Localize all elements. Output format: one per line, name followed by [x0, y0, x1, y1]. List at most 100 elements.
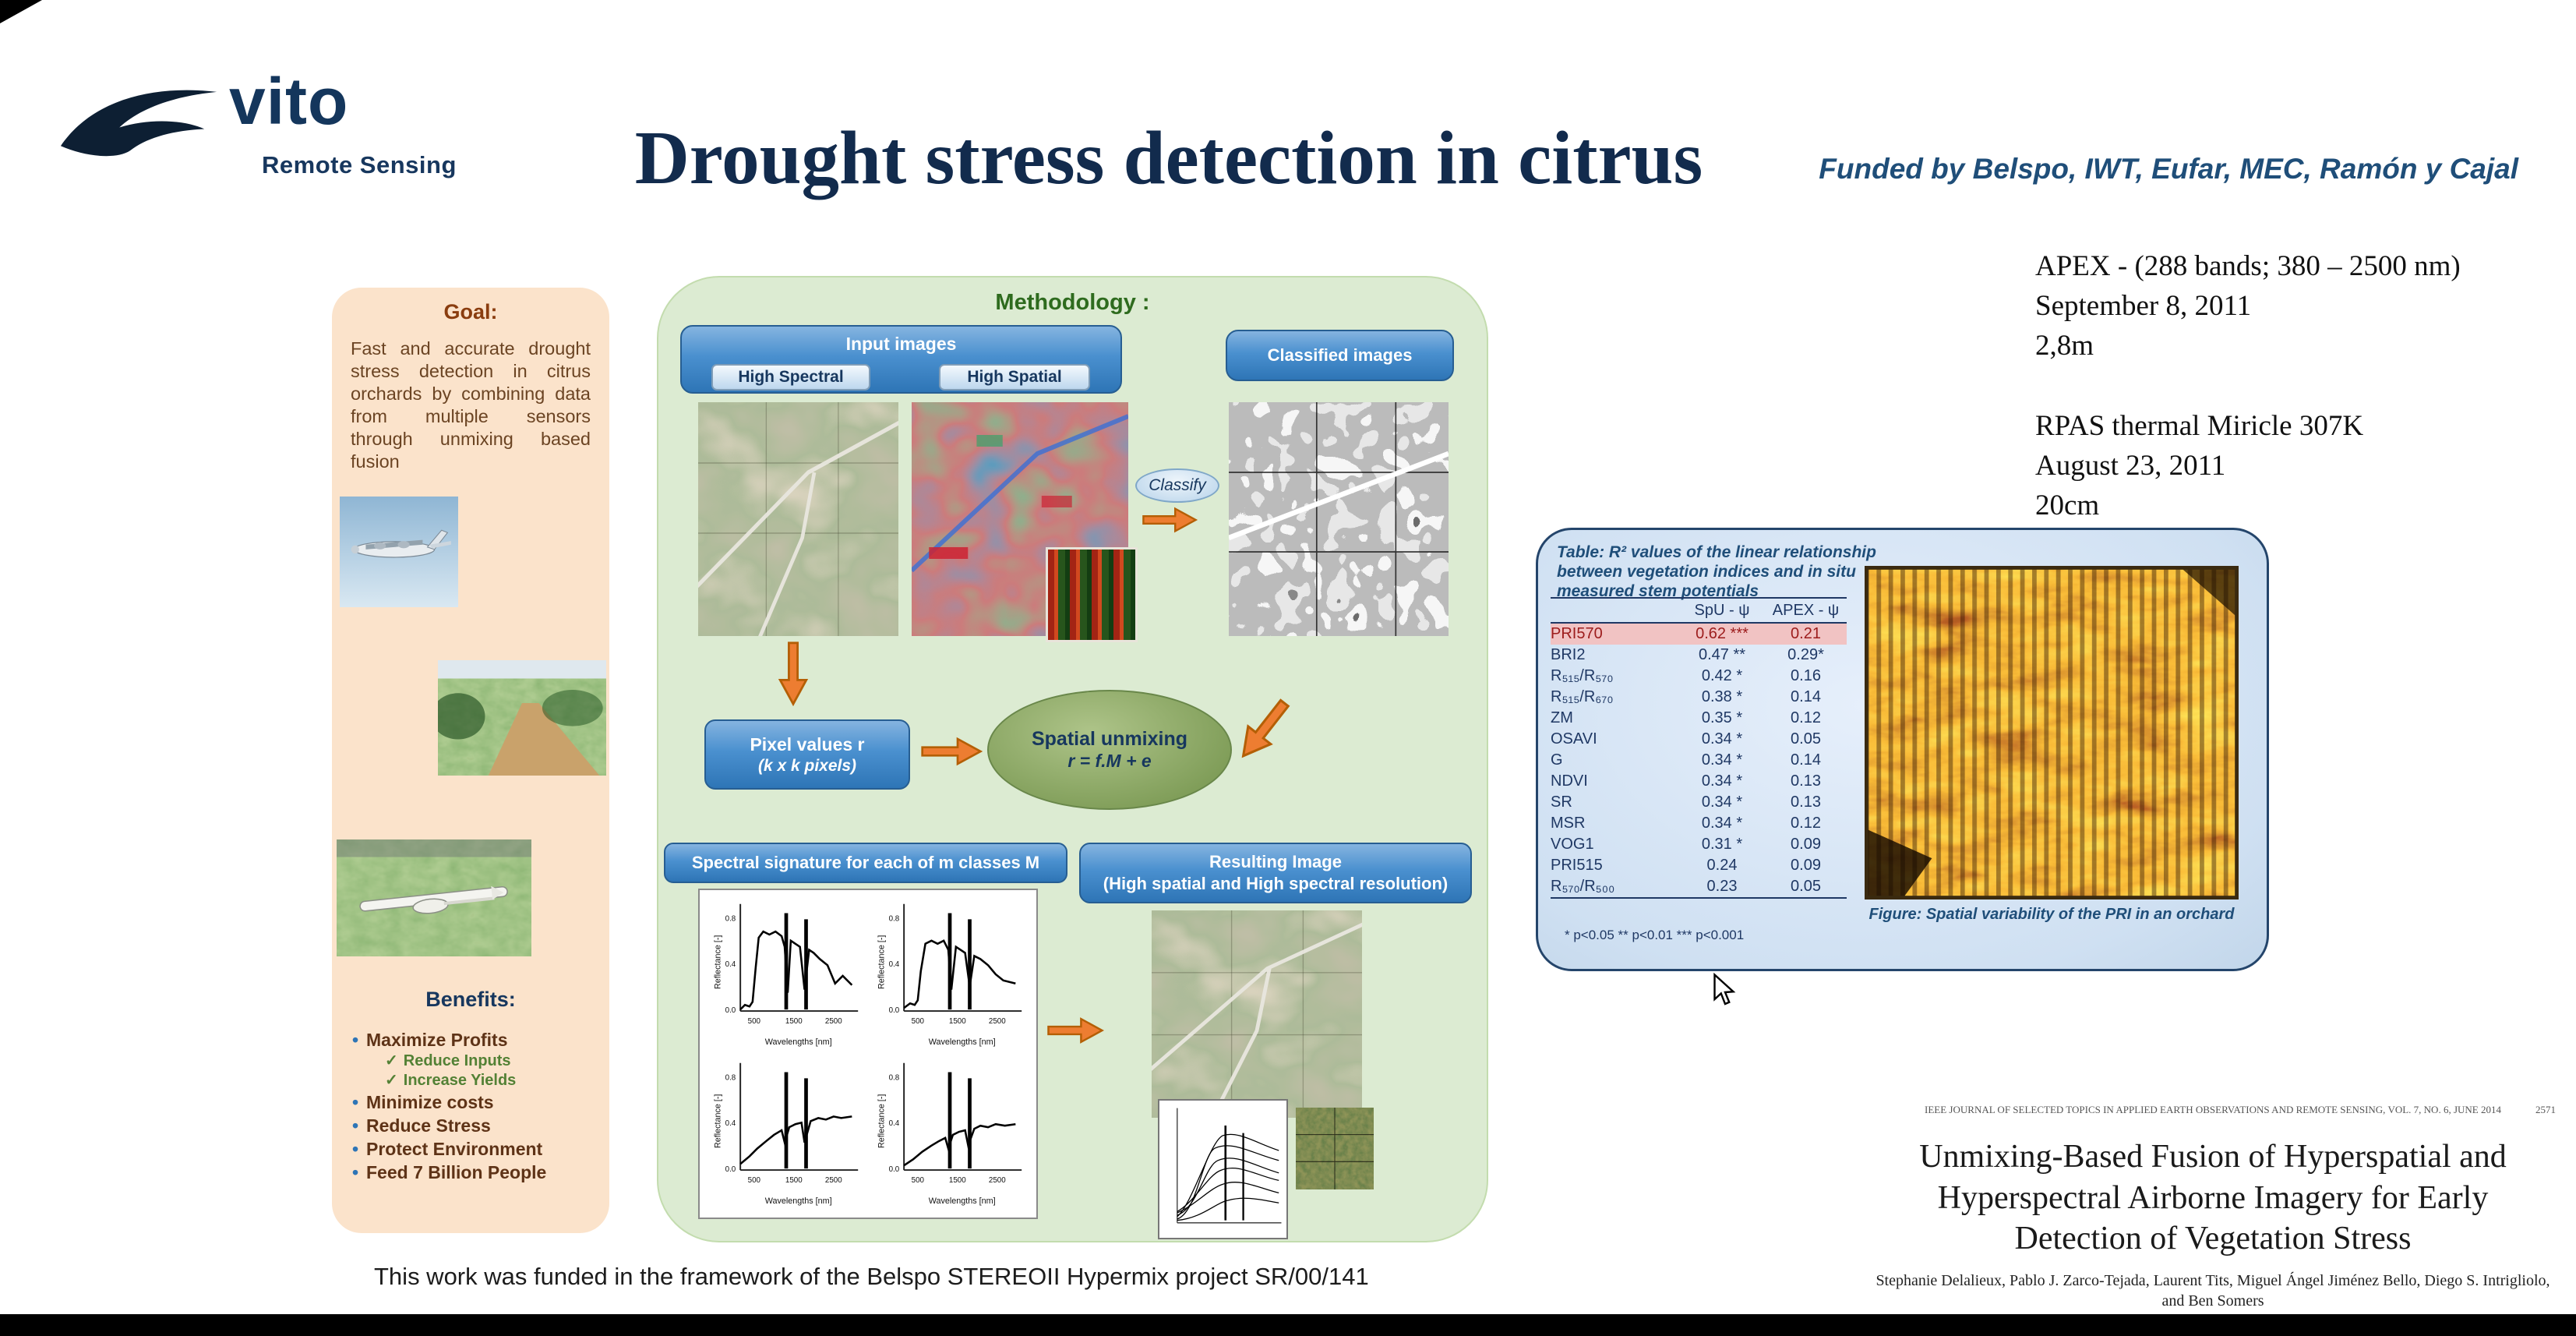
- svg-text:500: 500: [748, 1017, 761, 1026]
- result-spectra-plot: [1158, 1099, 1288, 1239]
- high-spectral-chip: High Spectral: [711, 364, 870, 391]
- svg-text:1500: 1500: [949, 1017, 966, 1026]
- pri-variability-image: [1865, 566, 2239, 900]
- orchard-detail-image: [1296, 1108, 1374, 1189]
- svg-text:Reflectance [-]: Reflectance [-]: [877, 935, 887, 989]
- goal-title: Goal:: [443, 300, 498, 323]
- corner-mark: [0, 0, 42, 23]
- svg-text:0.4: 0.4: [725, 960, 736, 969]
- resulting-image-box: Resulting Image (High spatial and High s…: [1079, 843, 1472, 903]
- spectral-plot: 500 1500 2500 0.0 0.4 0.8 Wavelengths [n…: [714, 1062, 859, 1206]
- arrow-right-icon: [1142, 507, 1198, 533]
- svg-text:1500: 1500: [785, 1176, 803, 1185]
- svg-text:2500: 2500: [825, 1017, 842, 1026]
- table-caption: Table: R² values of the linear relations…: [1557, 543, 1876, 600]
- row-crop-inset-image: [1046, 547, 1138, 642]
- aircraft-photo: [340, 497, 458, 607]
- benefit-subitem: ✓Reduce Inputs: [385, 1052, 511, 1069]
- svg-text:2500: 2500: [989, 1176, 1006, 1185]
- classified-bw-image: [1229, 402, 1449, 636]
- svg-text:2500: 2500: [825, 1176, 842, 1185]
- benefits-title: Benefits:: [425, 988, 516, 1011]
- journal-page-number: 2571: [2535, 1104, 2556, 1115]
- svg-text:0.4: 0.4: [889, 1119, 900, 1128]
- svg-text:Reflectance [-]: Reflectance [-]: [714, 1094, 723, 1148]
- spectral-plot: 500 1500 2500 0.0 0.4 0.8 Wavelengths [n…: [714, 903, 859, 1047]
- bottom-bar: [0, 1314, 2576, 1336]
- arrow-down-icon: [778, 641, 809, 706]
- check-icon: ✓: [385, 1052, 398, 1069]
- vito-wordmark: vito: [229, 65, 349, 138]
- figure-caption: Figure: Spatial variability of the PRI i…: [1868, 906, 2235, 923]
- methodology-panel: Methodology : Input images High Spectral…: [657, 276, 1488, 1242]
- benefit-item: Maximize Profits: [348, 1028, 600, 1051]
- paper-authors: Stephanie Delalieux, Pablo J. Zarco-Teja…: [1876, 1271, 2550, 1309]
- svg-text:Reflectance [-]: Reflectance [-]: [714, 935, 723, 989]
- svg-text:0.8: 0.8: [725, 914, 736, 923]
- svg-text:500: 500: [748, 1176, 761, 1185]
- table-header: SpU - ψ APEX - ψ: [1551, 597, 1847, 624]
- sensor-line: August 23, 2011: [2035, 450, 2226, 482]
- benefit-item: Minimize costs: [348, 1090, 600, 1114]
- svg-text:0.8: 0.8: [889, 914, 900, 923]
- vito-subtitle: Remote Sensing: [262, 151, 457, 178]
- orchard-photo: [438, 660, 606, 776]
- sensor-line: 2,8m: [2035, 330, 2094, 362]
- svg-text:0.4: 0.4: [889, 960, 900, 969]
- spectral-plots-grid: 500 1500 2500 0.0 0.4 0.8 Wavelengths [n…: [698, 889, 1038, 1219]
- spectral-signature-box: Spectral signature for each of m classes…: [664, 843, 1067, 883]
- uav-photo: [337, 839, 531, 956]
- svg-text:Wavelengths [nm]: Wavelengths [nm]: [765, 1196, 832, 1206]
- svg-text:0.8: 0.8: [725, 1073, 736, 1082]
- goal-panel: Goal: Fast and accurate drought stress d…: [332, 288, 609, 1233]
- input-images-box: Input images High Spectral High Spatial: [680, 325, 1122, 394]
- benefit-item: Reduce Stress: [348, 1114, 600, 1137]
- sensor-info: APEX - (288 bands; 380 – 2500 nm) Septem…: [2035, 246, 2461, 525]
- benefit-item: Feed 7 Billion People: [348, 1161, 600, 1184]
- benefit-item: Protect Environment: [348, 1137, 600, 1161]
- classify-step: Classify: [1135, 468, 1219, 503]
- methodology-title: Methodology :: [995, 290, 1150, 315]
- svg-text:Wavelengths [nm]: Wavelengths [nm]: [765, 1037, 832, 1047]
- svg-text:1500: 1500: [785, 1017, 803, 1026]
- funding-footer: This work was funded in the framework of…: [374, 1263, 1369, 1290]
- high-spatial-chip: High Spatial: [939, 364, 1090, 391]
- arrow-right-icon: [1047, 1017, 1104, 1044]
- pixel-values-box: Pixel values r (k x k pixels): [704, 719, 910, 790]
- classified-images-box: Classified images: [1226, 330, 1454, 381]
- spectral-plot: 500 1500 2500 0.0 0.4 0.8 Wavelengths [n…: [877, 1062, 1022, 1206]
- svg-text:0.8: 0.8: [889, 1073, 900, 1082]
- svg-text:1500: 1500: [949, 1176, 966, 1185]
- arrow-right-icon: [921, 737, 983, 766]
- svg-text:0.0: 0.0: [889, 1165, 900, 1174]
- sensor-line: 20cm: [2035, 490, 2100, 521]
- mouse-cursor: [1713, 973, 1736, 1006]
- slide-title: Drought stress detection in citrus: [634, 115, 1703, 200]
- svg-text:500: 500: [912, 1176, 925, 1185]
- funding-credit: Funded by Belspo, IWT, Eufar, MEC, Ramón…: [1819, 153, 2518, 185]
- arrow-down-left-icon: [1241, 698, 1290, 758]
- journal-title-line: IEEE JOURNAL OF SELECTED TOPICS IN APPLI…: [1925, 1104, 2501, 1115]
- svg-text:0.0: 0.0: [889, 1006, 900, 1015]
- svg-text:0.0: 0.0: [725, 1006, 736, 1015]
- resulting-aerial-image: [1152, 910, 1362, 1118]
- svg-text:500: 500: [912, 1017, 925, 1026]
- spectral-plot: 500 1500 2500 0.0 0.4 0.8 Wavelengths [n…: [877, 903, 1022, 1047]
- svg-text:Reflectance [-]: Reflectance [-]: [877, 1094, 887, 1148]
- vito-bird-icon: [60, 90, 217, 157]
- rgb-aerial-image: [698, 402, 898, 636]
- paper-title: Unmixing-Based Fusion of Hyperspatial an…: [1919, 1139, 2507, 1256]
- table-footnote: * p<0.05 ** p<0.01 *** p<0.001: [1565, 928, 1745, 942]
